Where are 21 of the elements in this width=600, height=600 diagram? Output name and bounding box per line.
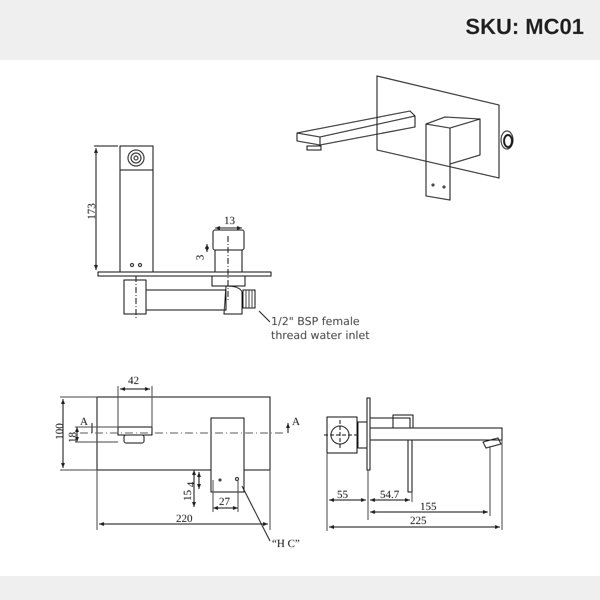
dimension-value: 27 xyxy=(219,497,230,508)
dimension-value: 155 xyxy=(420,502,436,513)
dimension-value: 55 xyxy=(337,490,348,501)
dimension-value: 13 xyxy=(224,216,235,227)
sku-heading: SKU: MC01 xyxy=(465,14,584,40)
leader-line xyxy=(258,310,270,322)
callout-text: 1/2" BSP female thread water inlet xyxy=(271,315,391,342)
leader-line xyxy=(242,486,270,542)
dimension-value: 220 xyxy=(176,514,192,525)
dimension-value: 100 xyxy=(54,423,66,440)
dimension-value: 3 xyxy=(195,254,206,260)
dimension-value: 15 xyxy=(183,490,194,501)
dimension-value: A xyxy=(80,417,88,428)
dimension-value: 225 xyxy=(410,516,426,527)
dimension-value: 54.7 xyxy=(380,490,400,501)
callout-text: “H C” xyxy=(272,538,322,552)
dimension-value: A xyxy=(292,417,300,428)
dimension-value: 18 xyxy=(68,432,79,443)
dimension-value: 4 xyxy=(186,482,198,488)
dimension-value: 42 xyxy=(128,376,139,387)
dimension-value: 173 xyxy=(86,203,98,220)
